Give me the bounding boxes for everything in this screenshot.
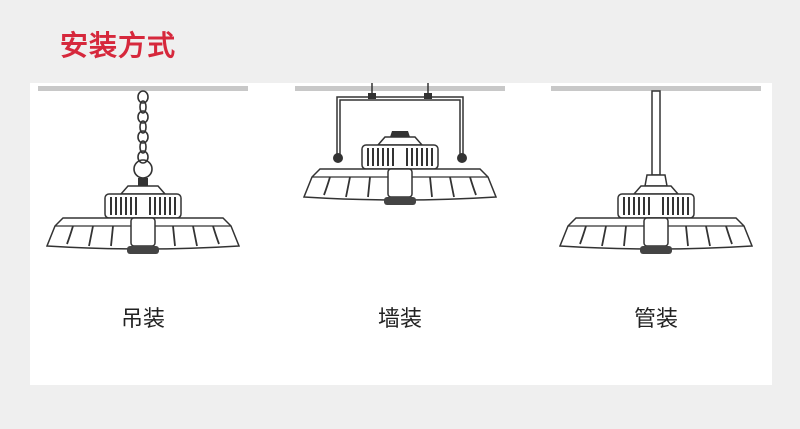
- method-label-pipe: 管装: [633, 307, 678, 332]
- chain-mount-icon: [38, 86, 248, 254]
- pipe-mount-icon: [551, 86, 761, 254]
- method-hanging: 吊装: [38, 83, 248, 332]
- method-pipe: 管装: [551, 83, 761, 332]
- installation-methods-panel: 吊装: [30, 83, 772, 385]
- method-label-wall: 墙装: [377, 307, 422, 332]
- method-wall: 墙装: [295, 83, 505, 332]
- bracket-mount-icon: [295, 83, 505, 205]
- method-label-hanging: 吊装: [120, 307, 165, 332]
- section-title: 安装方式: [60, 29, 177, 62]
